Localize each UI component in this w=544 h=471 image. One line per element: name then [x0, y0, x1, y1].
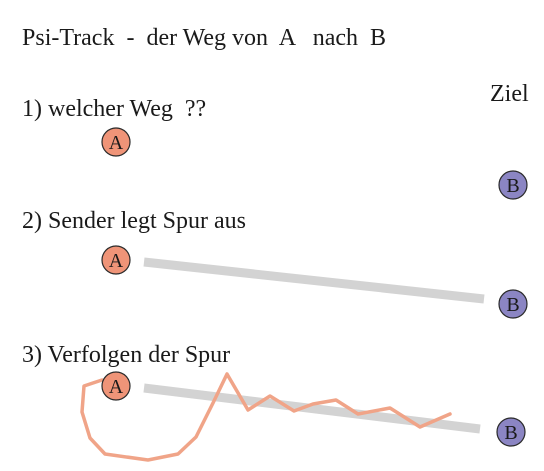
- start-node-step-1: A: [101, 127, 131, 157]
- start-node-label: A: [109, 250, 124, 272]
- step-1-label: 1) welcher Weg ??: [22, 96, 207, 122]
- start-node-label: A: [109, 376, 124, 398]
- step-2-label: 2) Sender legt Spur aus: [22, 208, 246, 234]
- end-node-label: B: [506, 294, 519, 316]
- end-node-label: B: [506, 175, 519, 197]
- start-node-step-3: A: [101, 371, 131, 401]
- diagram-title: Psi-Track - der Weg von A nach B: [22, 25, 387, 51]
- end-node-step-2: B: [498, 289, 528, 319]
- search-path: [80, 372, 452, 462]
- start-node-label: A: [109, 132, 124, 154]
- end-node-step-1: B: [498, 170, 528, 200]
- end-node-step-3: B: [496, 417, 526, 447]
- trail-step-3: [143, 383, 481, 434]
- start-node-step-2: A: [101, 245, 131, 275]
- end-node-label: B: [504, 422, 517, 444]
- trail-step-2: [143, 257, 485, 304]
- goal-label: Ziel: [490, 81, 529, 107]
- step-3-label: 3) Verfolgen der Spur: [22, 342, 231, 368]
